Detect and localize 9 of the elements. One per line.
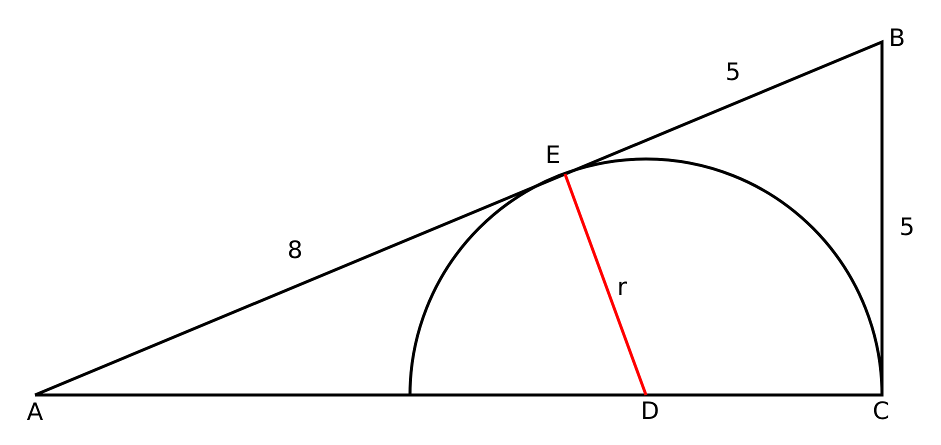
point-label: E <box>545 143 561 167</box>
point-label: D <box>640 399 660 423</box>
point-label: 5 <box>725 60 741 84</box>
point-label: 8 <box>287 238 303 262</box>
point-label: A <box>26 400 44 424</box>
point-label: C <box>872 399 890 423</box>
point-label: 5 <box>899 215 915 239</box>
point-label: B <box>888 26 906 50</box>
point-label: r <box>617 275 627 299</box>
